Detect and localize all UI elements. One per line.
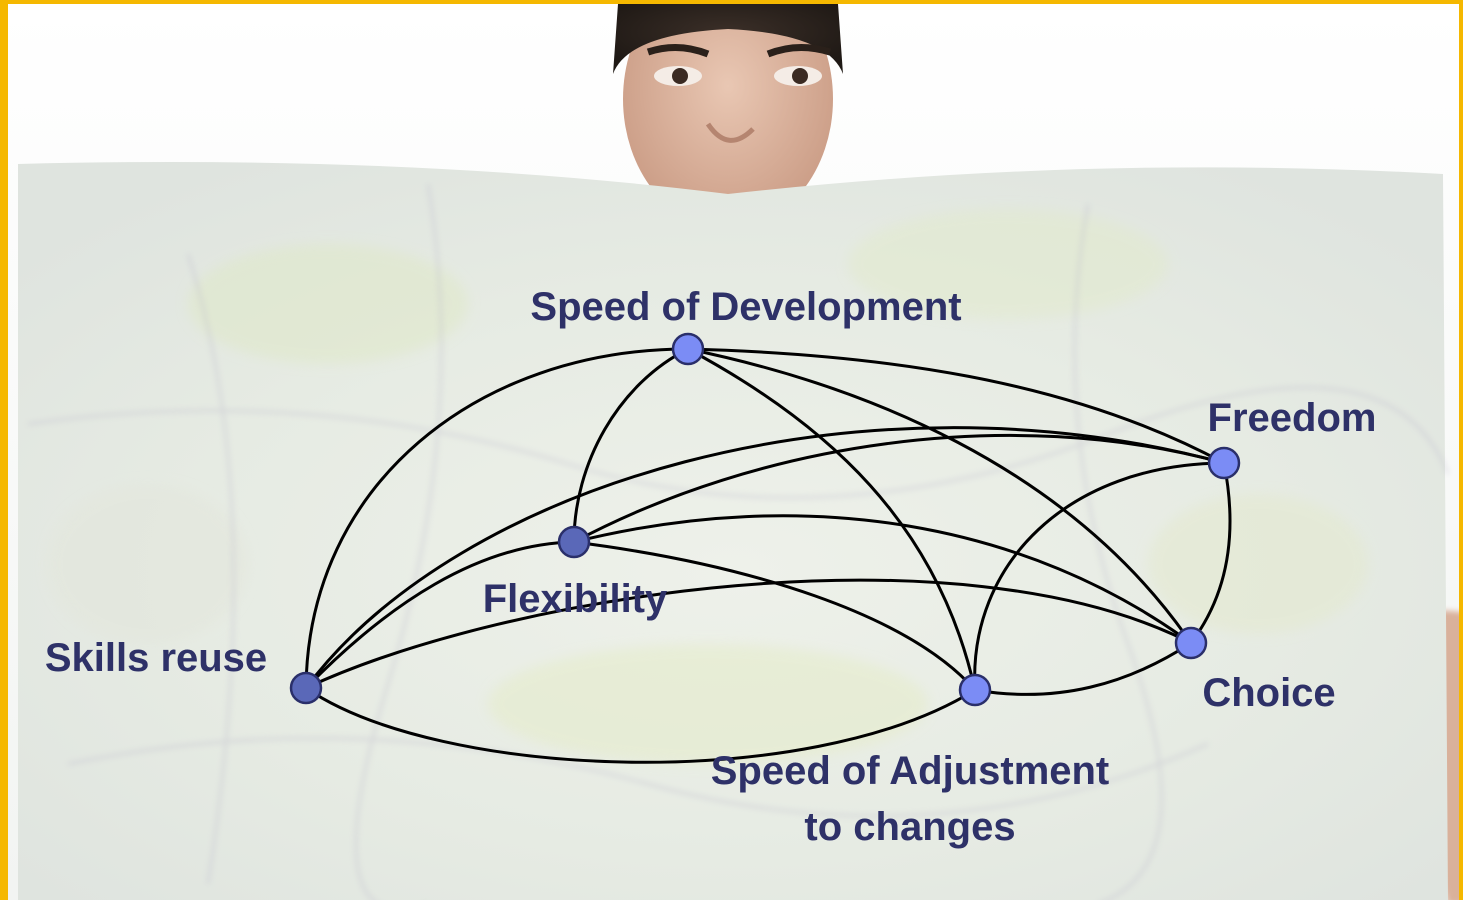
edge-skills-flexibility <box>304 540 575 690</box>
label-choice: Choice <box>1202 671 1335 715</box>
edge-skills-choice <box>305 578 1192 690</box>
node-adjust <box>958 673 992 707</box>
node-choice <box>1174 626 1208 660</box>
nodes <box>289 332 1241 707</box>
label-flexibility: Flexibility <box>483 577 668 621</box>
labels: Speed of Development Freedom Flexibility… <box>45 285 1377 849</box>
edge-speed-dev-freedom <box>687 347 1225 465</box>
label-speed-of-adjustment-line2: to changes <box>804 805 1015 849</box>
man-head <box>613 4 843 229</box>
node-speed-dev <box>671 332 705 366</box>
edge-speed-dev-choice <box>687 347 1193 644</box>
map-sheet <box>18 162 1450 900</box>
label-skills-reuse: Skills reuse <box>45 636 267 680</box>
edge-freedom-adjust <box>973 461 1225 691</box>
node-freedom <box>1207 446 1241 480</box>
label-freedom: Freedom <box>1208 396 1377 440</box>
node-skills <box>289 671 323 705</box>
edge-speed-dev-flexibility <box>572 347 689 543</box>
label-speed-of-adjustment-line1: Speed of Adjustment <box>711 749 1110 793</box>
label-speed-of-development: Speed of Development <box>530 285 961 329</box>
edge-speed-dev-adjust <box>687 347 977 691</box>
edge-skills-speed-dev <box>304 347 689 689</box>
edge-freedom-choice <box>1189 462 1232 644</box>
diagram-canvas: Speed of Development Freedom Flexibility… <box>8 4 1459 900</box>
edge-flexibility-adjust <box>573 540 977 691</box>
node-flexibility <box>557 525 591 559</box>
edge-skills-freedom <box>304 426 1225 689</box>
edge-skills-adjust <box>305 686 976 764</box>
edge-flexibility-freedom <box>573 433 1225 544</box>
edge-adjust-choice <box>974 641 1192 696</box>
edge-flexibility-choice <box>573 514 1192 645</box>
edges <box>304 347 1232 764</box>
